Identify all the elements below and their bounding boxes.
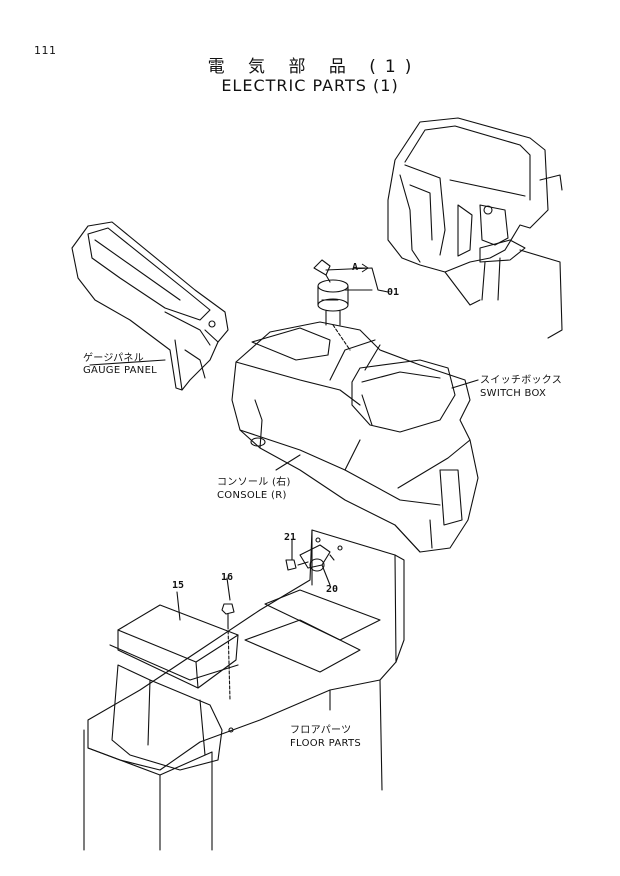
- label-floor-parts-jp: フロアパーツ: [290, 725, 352, 736]
- label-switch-box-jp: スイッチボックス: [480, 375, 563, 386]
- title-english: ELECTRIC PARTS (1): [221, 76, 399, 95]
- callout-15: 15: [172, 580, 185, 591]
- title-japanese: 電 気 部 品 (1): [207, 57, 421, 77]
- callout-21: 21: [284, 532, 297, 543]
- bolt-16-drawing: [221, 603, 235, 733]
- label-switch-box-en: SWITCH BOX: [480, 388, 547, 399]
- floor-plate-drawing: [83, 529, 405, 851]
- callout-a: A: [352, 262, 359, 273]
- label-gauge-panel-jp: ゲージパネル: [83, 353, 144, 364]
- switch-box-drawing: [351, 344, 456, 433]
- label-gauge-panel-en: GAUGE PANEL: [83, 365, 158, 376]
- cab-drawing: [387, 117, 563, 339]
- bracket-parts-drawing: [285, 537, 343, 572]
- key-switch-drawing: [313, 259, 351, 351]
- callout-16: 16: [221, 572, 234, 583]
- page-number: 111: [34, 44, 57, 57]
- console-drawing: [231, 321, 479, 553]
- cover-plate-drawing: [109, 604, 239, 689]
- label-floor-parts-en: FLOOR PARTS: [290, 738, 362, 749]
- callout-leaders: [89, 267, 479, 621]
- label-console-en: CONSOLE (R): [217, 490, 287, 501]
- arrow-a: [356, 263, 369, 273]
- label-console-jp: コンソール (右): [217, 477, 291, 488]
- gauge-panel-drawing: [71, 221, 229, 391]
- callout-20: 20: [326, 584, 339, 595]
- callout-01: 01: [387, 287, 400, 298]
